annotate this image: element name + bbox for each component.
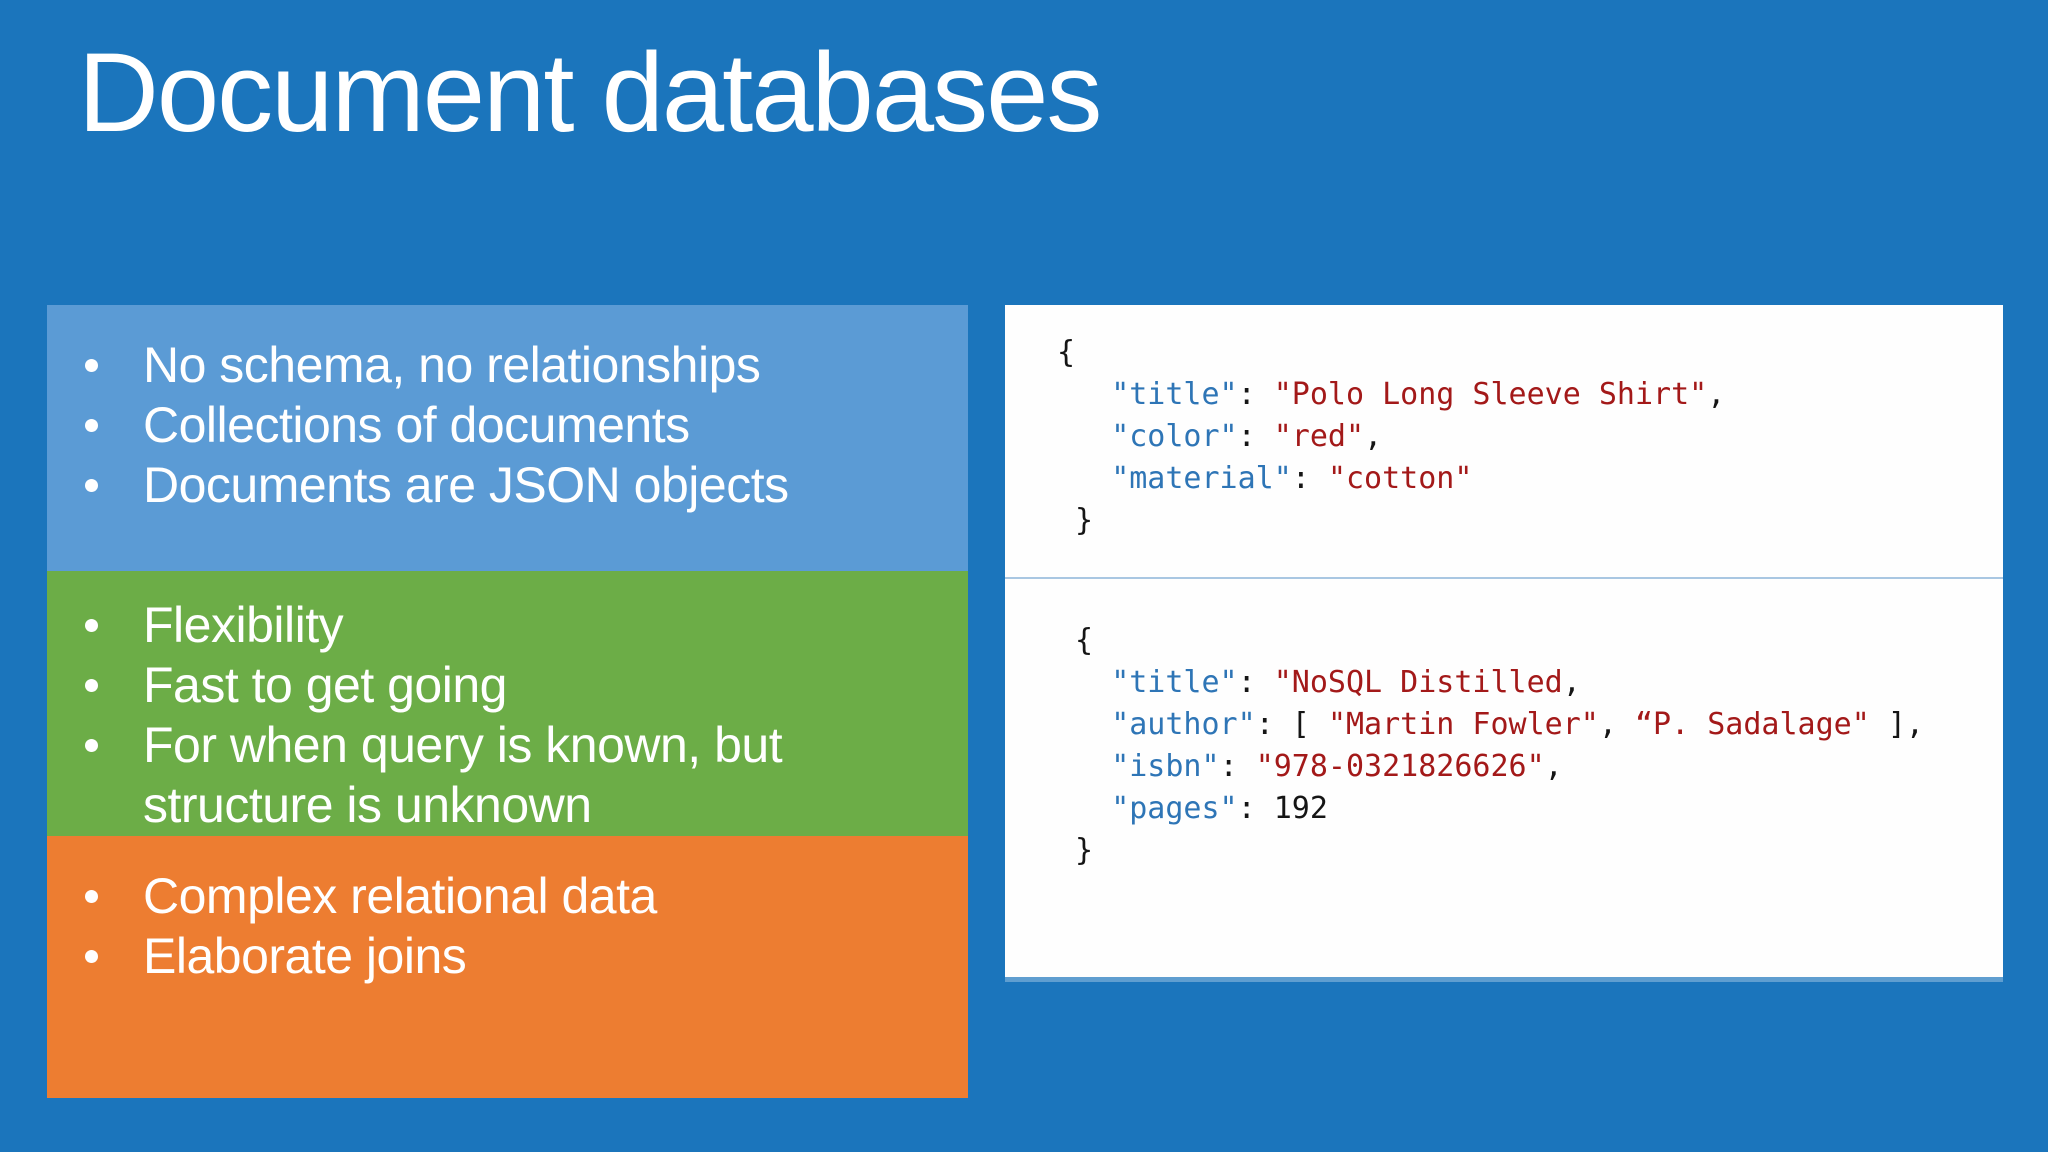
code-segment-p: : (1291, 461, 1328, 496)
code-segment-p: : (1237, 377, 1274, 412)
bullet-item: Flexibility (85, 595, 883, 655)
code-segment-s: "978-0321826626" (1255, 749, 1545, 784)
code-segment-k: "pages" (1111, 791, 1238, 826)
code-segment-p: : (1237, 665, 1274, 700)
code-block-shirt-document: { "title": "Polo Long Sleeve Shirt", "co… (1005, 305, 2003, 579)
code-segment-p: { (1057, 623, 1094, 658)
code-segment-p (1057, 707, 1111, 742)
code-segment-s: “P. Sadalage" (1635, 707, 1870, 742)
code-segment-p: : (1219, 749, 1256, 784)
bullet-item: Elaborate joins (85, 926, 883, 986)
code-segment-p: { (1057, 335, 1076, 370)
code-segment-s: "NoSQL Distilled (1273, 665, 1563, 700)
slide-title: Document databases (78, 30, 1102, 155)
code-segment-s: "red" (1273, 419, 1365, 454)
code-segment-s: "cotton" (1327, 461, 1473, 496)
code-segment-k: "material" (1111, 461, 1292, 496)
code-segment-s: "Martin Fowler" (1327, 707, 1599, 742)
code-segment-n: 192 (1273, 791, 1328, 826)
code-segment-p: , (1562, 665, 1581, 700)
code-segment-p (1057, 419, 1111, 454)
bullet-item: Complex relational data (85, 866, 883, 926)
code-block-book-document: { "title": "NoSQL Distilled, "author": [… (1005, 579, 2003, 977)
bullet-item: Documents are JSON objects (85, 455, 883, 515)
bullet-item: Fast to get going (85, 655, 883, 715)
code-segment-p (1057, 791, 1111, 826)
code-segment-p: } (1057, 833, 1094, 868)
code-segment-p (1057, 749, 1111, 784)
code-segment-k: "isbn" (1111, 749, 1220, 784)
code-segment-p: , (1598, 707, 1635, 742)
bullet-item: Collections of documents (85, 395, 883, 455)
code-segment-p (1057, 461, 1111, 496)
code-segment-p: , (1707, 377, 1726, 412)
code-panel: { "title": "Polo Long Sleeve Shirt", "co… (1005, 305, 2003, 977)
code-segment-p: } (1057, 503, 1094, 538)
code-segment-k: "title" (1111, 665, 1238, 700)
code-segment-p: : (1237, 791, 1274, 826)
code-segment-s: "Polo Long Sleeve Shirt" (1273, 377, 1708, 412)
code-segment-p: , (1544, 749, 1563, 784)
code-segment-p: : (1237, 419, 1274, 454)
code-segment-p: : [ (1255, 707, 1328, 742)
code-segment-p (1057, 665, 1111, 700)
code-segment-p: , (1364, 419, 1383, 454)
bullet-item: For when query is known, but structure i… (85, 715, 883, 835)
bullet-item: No schema, no relationships (85, 335, 883, 395)
code-segment-k: "color" (1111, 419, 1238, 454)
code-segment-p: ], (1869, 707, 1924, 742)
code-segment-p (1057, 377, 1111, 412)
code-segment-k: "author" (1111, 707, 1256, 742)
code-segment-k: "title" (1111, 377, 1238, 412)
